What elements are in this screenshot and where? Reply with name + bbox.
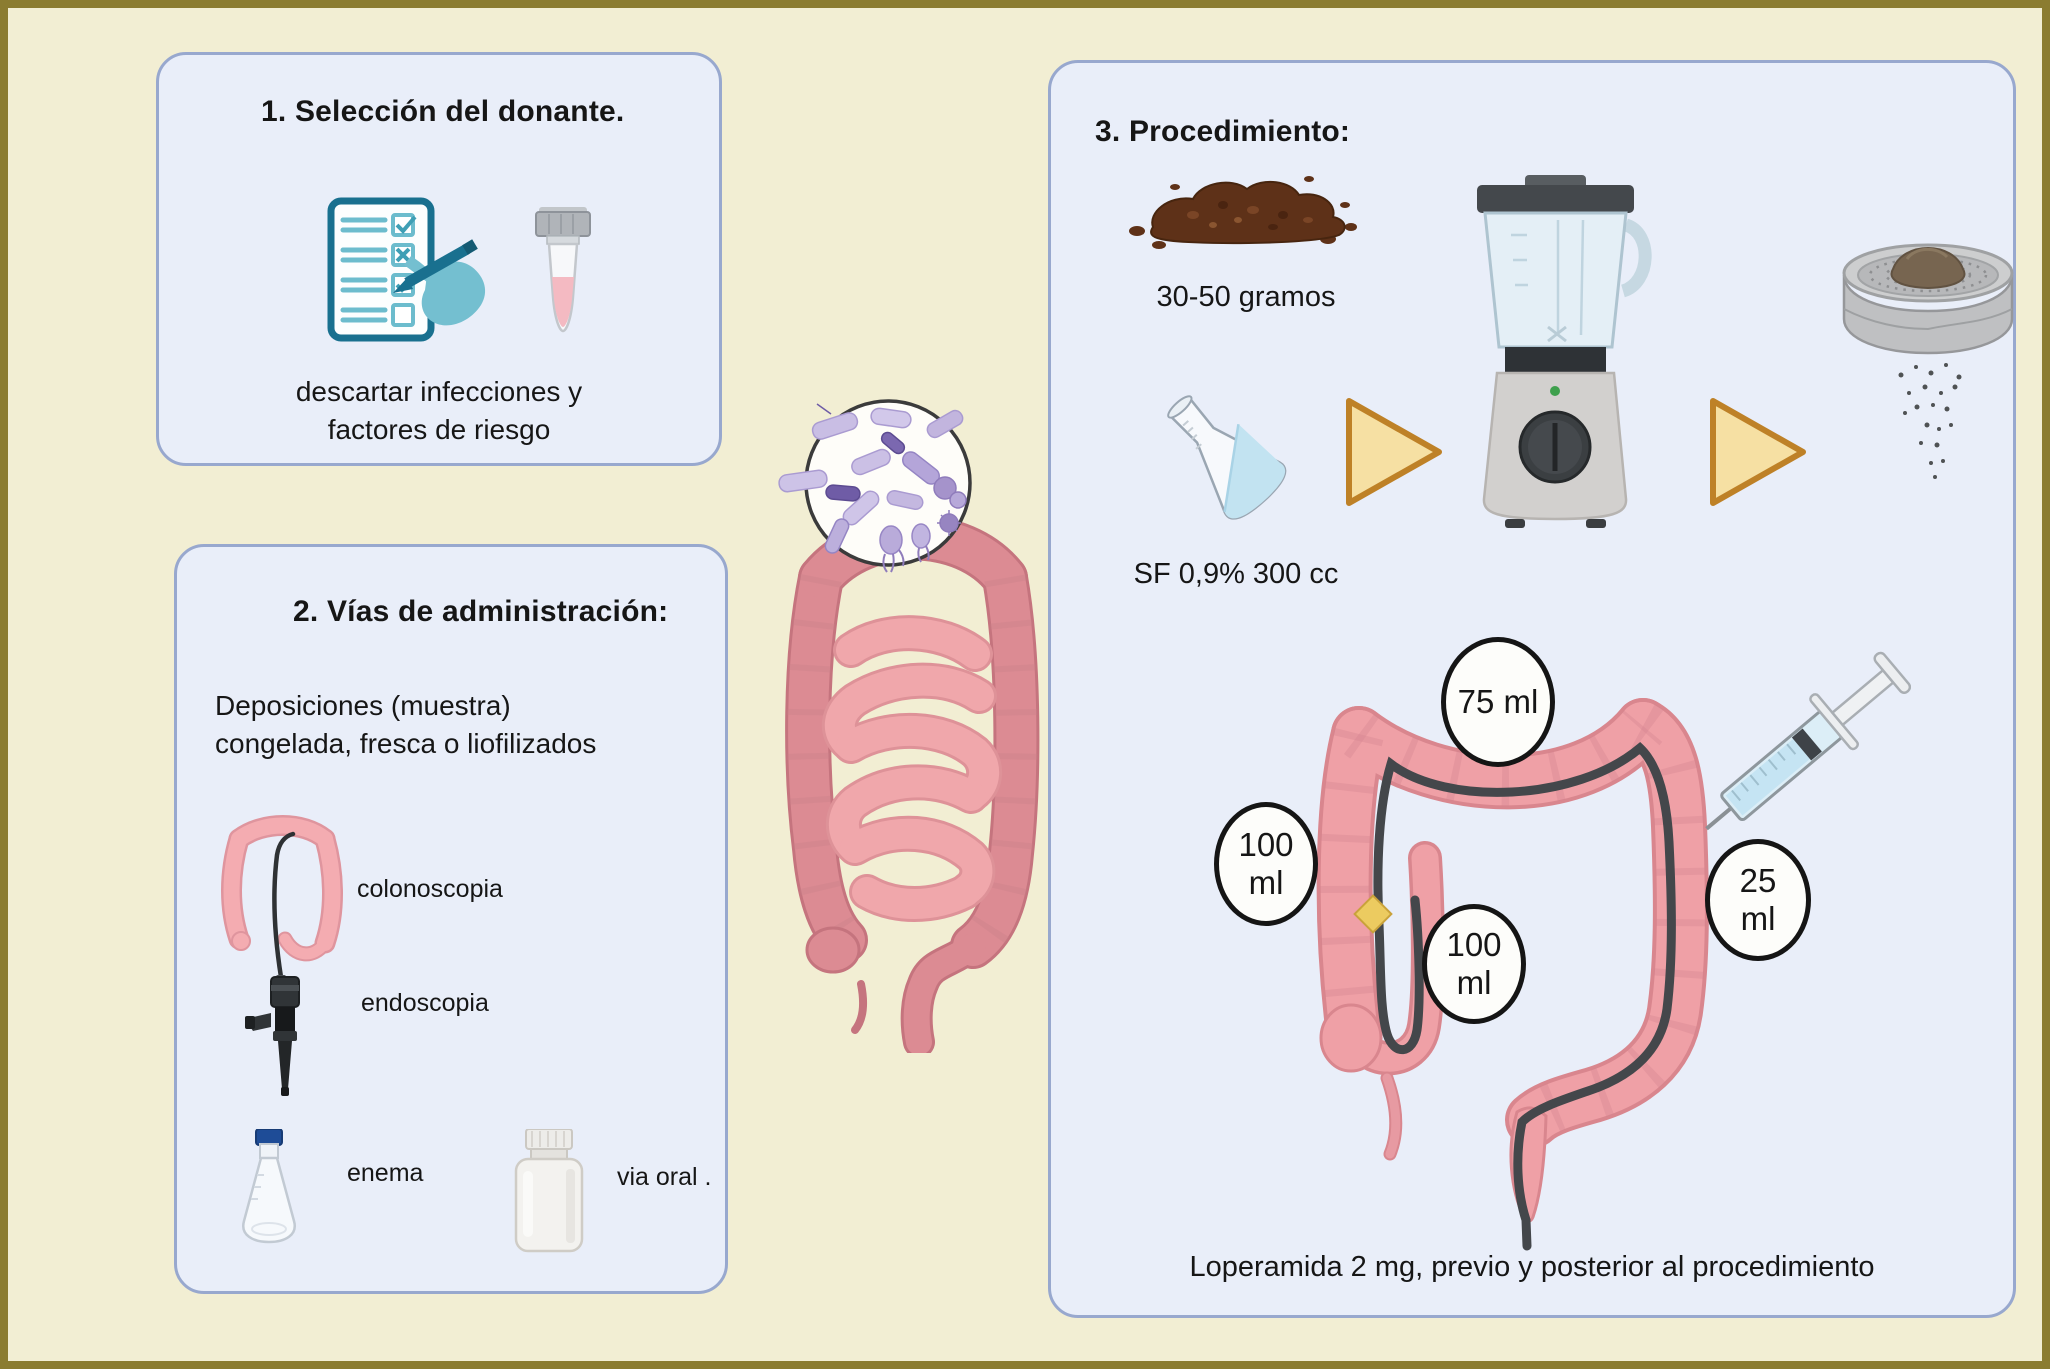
stool-sample-icon (1123, 165, 1368, 255)
footer-note: Loperamida 2 mg, previo y posterior al p… (1189, 1251, 1875, 1283)
saline-label: SF 0,9% 300 cc (1133, 558, 1339, 590)
microbiota-magnifier-icon (778, 399, 972, 573)
volume-badge-100ml-bottom: 100 ml (1422, 904, 1526, 1024)
volume-badge-75ml: 75 ml (1441, 637, 1555, 767)
pill-bottle-icon (511, 1129, 587, 1255)
stool-amount-label: 30-50 gramos (1156, 281, 1336, 313)
endoscope-icon (245, 975, 317, 1097)
label-colonoscopia: colonoscopia (357, 875, 503, 903)
colon-infusion-diagram (1191, 606, 1911, 1256)
note-line-1: descartar infecciones y (295, 376, 583, 407)
saline-flask-icon (1119, 361, 1324, 556)
panel-2-title: 2. Vías de administración: (293, 595, 669, 628)
note-line-2: factores de riesgo (327, 414, 551, 445)
volume-badge-100ml-left: 100 ml (1214, 802, 1318, 926)
scope-position-marker (1353, 894, 1393, 934)
panel-procedure: 3. Procedimiento: 30-50 gramos (1048, 60, 2016, 1318)
intro-line-1: Deposiciones (muestra) (215, 690, 511, 721)
syringe-icon (1705, 651, 1911, 831)
arrow-right-icon (1707, 393, 1809, 511)
panel-1-title: 1. Selección del donante. (261, 95, 625, 128)
intestine-microbiota-illustration (773, 388, 1053, 1053)
colonoscopy-colon-icon (217, 809, 347, 1001)
volume-badge-25ml: 25 ml (1705, 839, 1811, 961)
panel-donor-selection: 1. Selección del donante. (156, 52, 722, 466)
label-via-oral: via oral . (617, 1163, 712, 1191)
panel-1-note: descartar infecciones y factores de ries… (159, 373, 719, 449)
panel-administration-routes: 2. Vías de administración: Deposiciones … (174, 544, 728, 1294)
panel-3-title: 3. Procedimiento: (1095, 115, 1351, 148)
label-enema: enema (347, 1159, 424, 1187)
checklist-icon (327, 197, 502, 342)
blender-icon (1453, 175, 1658, 533)
enema-flask-icon (233, 1129, 305, 1249)
arrow-right-icon (1343, 393, 1445, 511)
sieve-icon (1841, 235, 2016, 485)
test-tube-icon (535, 205, 591, 337)
intro-line-2: congelada, fresca o liofilizados (215, 728, 597, 759)
colonoscope-path (1373, 741, 1676, 1251)
label-endoscopia: endoscopia (361, 989, 489, 1017)
panel-2-intro: Deposiciones (muestra) congelada, fresca… (215, 687, 596, 763)
